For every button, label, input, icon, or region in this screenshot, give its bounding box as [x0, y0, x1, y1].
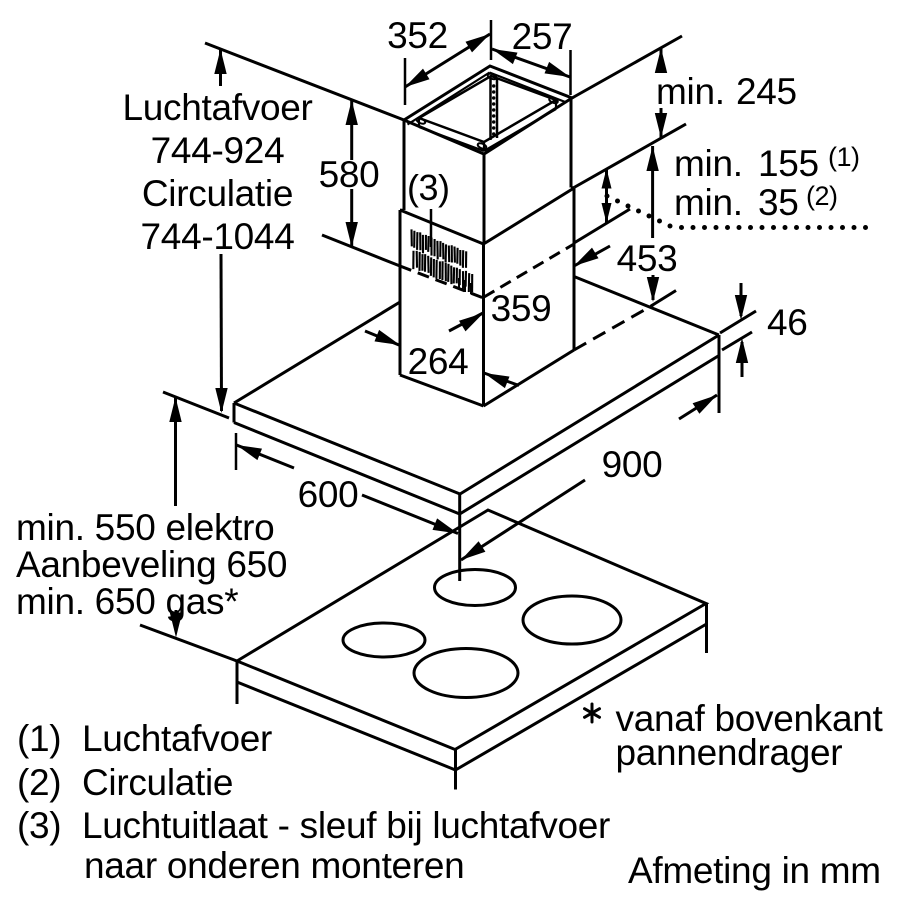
- svg-text:Circulatie: Circulatie: [82, 762, 233, 803]
- svg-text:(1): (1): [17, 718, 61, 759]
- svg-text:257: 257: [512, 16, 573, 57]
- svg-text:min.: min.: [674, 143, 743, 184]
- svg-text:(2): (2): [17, 762, 61, 803]
- svg-text:46: 46: [767, 302, 808, 343]
- svg-text:pannendrager: pannendrager: [616, 732, 843, 773]
- svg-text:min.: min.: [656, 71, 725, 112]
- svg-text:vanaf bovenkant: vanaf bovenkant: [616, 698, 884, 739]
- svg-text:(1): (1): [828, 142, 860, 172]
- svg-text:744-1044: 744-1044: [141, 216, 295, 257]
- svg-text:min.: min.: [674, 182, 743, 223]
- svg-text:35: 35: [758, 182, 799, 223]
- svg-text:min. 650 gas*: min. 650 gas*: [16, 581, 238, 622]
- svg-text:Luchtafvoer: Luchtafvoer: [82, 718, 272, 759]
- svg-text:Afmeting in mm: Afmeting in mm: [628, 850, 881, 891]
- svg-text:(3): (3): [17, 805, 61, 846]
- svg-text:245: 245: [736, 71, 797, 112]
- svg-text:naar onderen monteren: naar onderen monteren: [84, 845, 464, 886]
- svg-text:155: 155: [758, 143, 819, 184]
- svg-text:Luchtafvoer: Luchtafvoer: [122, 87, 312, 128]
- svg-text:744-924: 744-924: [151, 130, 285, 171]
- svg-text:600: 600: [298, 474, 359, 515]
- svg-text:(2): (2): [806, 181, 838, 211]
- svg-text:min. 550 elektro: min. 550 elektro: [16, 507, 274, 548]
- svg-text:Luchtuitlaat - sleuf bij lucht: Luchtuitlaat - sleuf bij luchtafvoer: [82, 805, 610, 846]
- svg-text:Circulatie: Circulatie: [142, 173, 293, 214]
- svg-text:900: 900: [602, 444, 663, 485]
- svg-text:453: 453: [617, 238, 678, 279]
- svg-text:359: 359: [491, 288, 552, 329]
- svg-text:580: 580: [319, 154, 380, 195]
- svg-text:Aanbeveling 650: Aanbeveling 650: [16, 544, 287, 585]
- svg-text:352: 352: [387, 15, 448, 56]
- svg-text:264: 264: [408, 341, 469, 382]
- svg-text:(3): (3): [407, 167, 450, 208]
